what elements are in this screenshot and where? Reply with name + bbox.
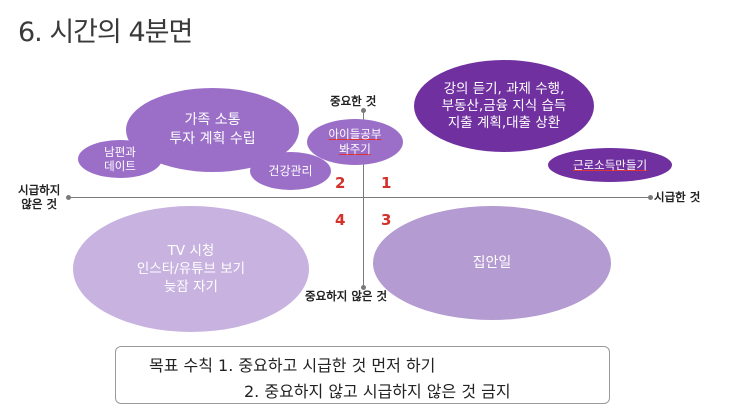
quadrant-number-4: 4 xyxy=(335,211,346,229)
quadrant-number-3: 3 xyxy=(381,211,392,229)
axis-bottom-end-dot xyxy=(361,285,366,290)
bubble-study-finance: 강의 듣기, 과제 수행, 부동산,금융 지식 습득 지출 계획,대출 상환 xyxy=(414,60,594,152)
axis-label-not-important: 중요하지 않은 것 xyxy=(305,289,388,303)
bubble-date-with-husband: 남편과 데이트 xyxy=(78,140,162,178)
goal-rule-1: 목표 수칙 1. 중요하고 시급한 것 먼저 하기 xyxy=(149,356,436,375)
quadrant-number-1: 1 xyxy=(381,174,392,192)
bubble-housework: 집안일 xyxy=(373,206,611,320)
bubble-earned-income: 근로소득만들기 xyxy=(548,148,672,182)
goal-rule-2: 2. 중요하지 않고 시급하지 않은 것 금지 xyxy=(244,382,511,401)
axis-label-important: 중요한 것 xyxy=(330,94,377,108)
axis-label-urgent: 시급한 것 xyxy=(654,190,701,204)
axis-left-end-dot xyxy=(66,195,71,200)
quadrant-number-2: 2 xyxy=(335,174,346,192)
axis-label-not-urgent: 시급하지 않은 것 xyxy=(18,183,61,211)
axis-right-end-dot xyxy=(648,195,653,200)
bubble-kids-study: 아이들공부 봐주기 xyxy=(307,119,403,165)
vertical-axis xyxy=(363,110,364,288)
goal-rules-box: 목표 수칙 1. 중요하고 시급한 것 먼저 하기 2. 중요하지 않고 시급하… xyxy=(115,346,610,404)
horizontal-axis xyxy=(68,197,650,198)
bubble-tv-sns-sleep: TV 시청 인스타/유튜브 보기 늦잠 자기 xyxy=(73,206,309,332)
axis-top-end-dot xyxy=(361,108,366,113)
page-title: 6. 시간의 4분면 xyxy=(18,17,193,48)
bubble-health: 건강관리 xyxy=(250,152,331,190)
